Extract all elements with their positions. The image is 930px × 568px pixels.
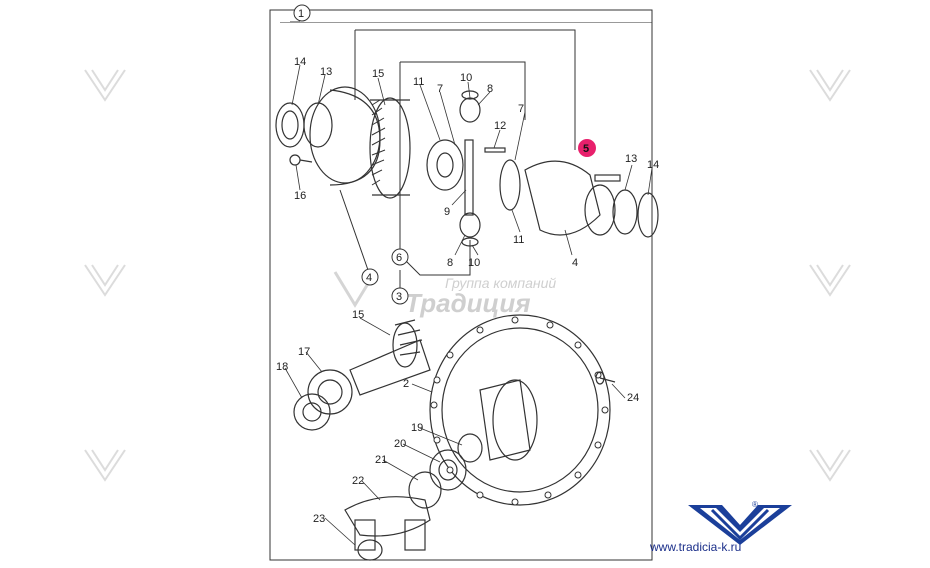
label-7-top-right: 7	[518, 103, 524, 115]
label-8-bottom: 8	[447, 257, 453, 269]
yoke-flange	[344, 496, 431, 561]
callout-6-circle	[391, 248, 409, 266]
label-20: 20	[394, 438, 406, 450]
label-10-top: 10	[460, 72, 472, 84]
label-8-top: 8	[487, 83, 493, 95]
carrier-bolt-holes	[430, 316, 609, 506]
callout-6: 6	[396, 252, 402, 264]
callout-3: 3	[396, 291, 402, 303]
label-17: 17	[298, 346, 310, 358]
label-11-right: 11	[513, 234, 524, 246]
diff-housing-right	[499, 159, 659, 238]
frame-inner-top	[280, 22, 652, 23]
callout-5: 5	[583, 143, 589, 155]
axle-carrier	[429, 314, 611, 506]
bearings-left	[293, 369, 353, 431]
label-15-pinion: 15	[352, 309, 364, 321]
callout-4-circle	[361, 268, 379, 286]
callouts: 1 4 6 3 5	[293, 4, 596, 305]
decor-chevrons	[84, 69, 851, 482]
watermark-line2: Традиция	[405, 288, 531, 318]
callout-4: 4	[366, 272, 372, 284]
logo-chevron-core	[710, 508, 770, 541]
leader-4	[339, 30, 369, 271]
frame-border	[269, 9, 653, 561]
callout-1-circle	[293, 4, 311, 22]
label-14-right: 14	[647, 159, 659, 171]
label-18: 18	[276, 361, 288, 373]
part-labels: 14 13 15 11 7 10 8 7 12 16 9 11 4 13 14 …	[276, 56, 659, 525]
pin-and-gears	[289, 90, 506, 247]
logo-chevron-inner	[700, 508, 780, 540]
label-13-right: 13	[625, 153, 637, 165]
group-bracket-5	[355, 29, 576, 150]
label-9: 9	[444, 206, 450, 218]
label-22: 22	[352, 475, 364, 487]
bearings-front	[408, 433, 483, 509]
leader-6	[399, 62, 471, 276]
callout-1: 1	[298, 8, 304, 20]
label-14-top-left: 14	[294, 56, 306, 68]
group-bracket-6	[400, 61, 526, 120]
label-19: 19	[411, 422, 423, 434]
label-11-top: 11	[413, 76, 424, 88]
callout-3-circle	[391, 287, 409, 305]
pinion-shaft	[349, 319, 431, 396]
label-21: 21	[375, 454, 387, 466]
label-15-top: 15	[372, 68, 384, 80]
label-10-bottom: 10	[468, 257, 480, 269]
leader-lines	[284, 64, 653, 546]
label-2: 2	[403, 378, 409, 390]
watermark-line1: Группа компаний	[445, 275, 556, 291]
diff-housing-left	[275, 86, 464, 199]
label-12: 12	[494, 120, 506, 132]
logo-registered: ®	[752, 500, 758, 509]
label-16: 16	[294, 190, 306, 202]
label-24: 24	[627, 392, 639, 404]
label-13-top-left: 13	[320, 66, 332, 78]
label-23: 23	[313, 513, 325, 525]
bolt-24	[595, 371, 616, 385]
callout-5-highlight	[578, 139, 596, 157]
brand-logo: ®	[688, 500, 792, 545]
ring-gear	[371, 99, 386, 186]
label-7-top-left: 7	[437, 83, 443, 95]
website-url[interactable]: www.tradicia-k.ru	[650, 540, 742, 554]
watermark: Группа компаний Традиция	[333, 271, 556, 318]
label-4-right: 4	[572, 257, 578, 269]
